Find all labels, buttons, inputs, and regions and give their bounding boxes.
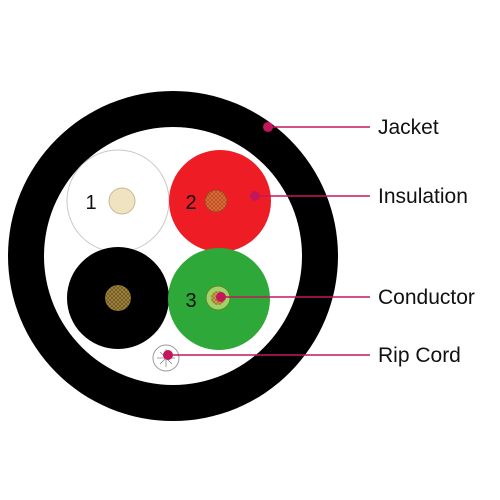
wire-3-number: 3 xyxy=(185,290,196,312)
label-rip-cord: Rip Cord xyxy=(378,344,461,367)
callout-insulation: Insulation xyxy=(250,185,468,208)
callout-jacket: Jacket xyxy=(263,116,439,139)
label-insulation: Insulation xyxy=(378,185,468,208)
callouts: Jacket Insulation Conductor Rip Cord xyxy=(163,116,475,367)
label-conductor: Conductor xyxy=(378,286,475,309)
wire-2: 2 xyxy=(169,150,271,252)
label-jacket: Jacket xyxy=(378,116,439,139)
wire-1-number: 1 xyxy=(85,192,96,214)
callout-rip-cord: Rip Cord xyxy=(163,344,461,367)
wire-2-conductor xyxy=(204,189,228,213)
wire-black xyxy=(67,247,169,349)
wire-1: 1 xyxy=(66,149,170,253)
wire-1-conductor xyxy=(108,187,136,215)
callout-conductor: Conductor xyxy=(216,286,475,309)
wire-black-conductor xyxy=(105,285,131,311)
wire-2-number: 2 xyxy=(185,192,196,214)
